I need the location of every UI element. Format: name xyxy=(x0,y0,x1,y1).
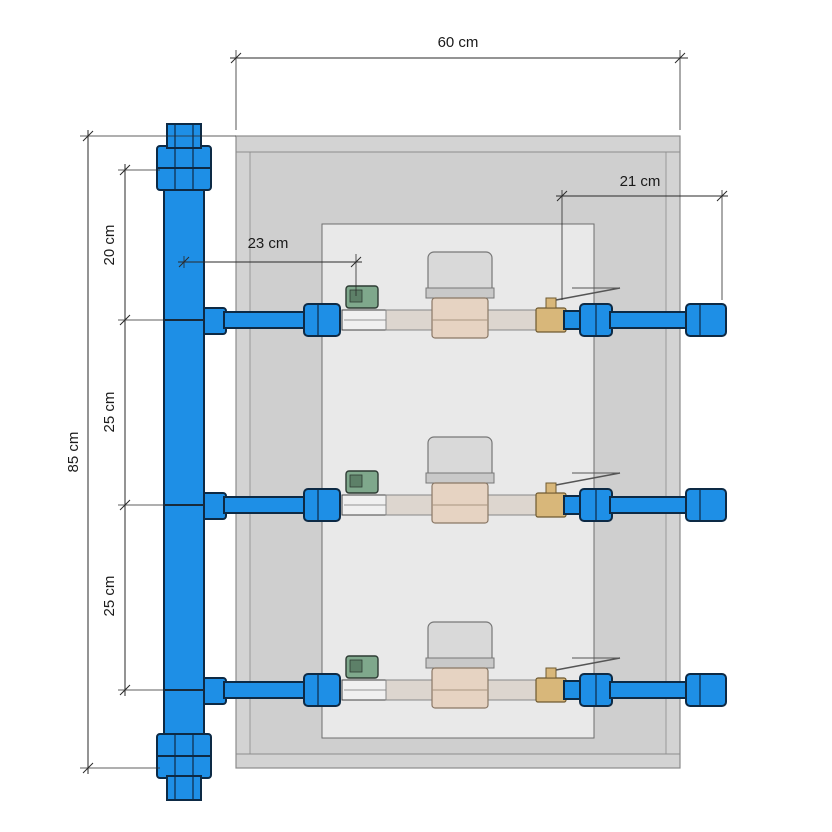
outlet-end-coupling xyxy=(685,303,727,337)
vertical-manifold-pipe xyxy=(156,123,212,801)
inlet-pipe xyxy=(223,681,307,699)
inlet-coupling xyxy=(303,488,341,522)
water-meter-body xyxy=(431,482,489,524)
dimension-label-offset-right: 21 cm xyxy=(620,173,661,190)
ball-valve xyxy=(535,677,567,703)
ball-valve xyxy=(535,492,567,518)
dimension-label-spacing-middle: 25 cm xyxy=(101,392,118,433)
meter-row-3 xyxy=(199,621,727,709)
dimension-label-width-top: 60 cm xyxy=(438,34,479,51)
dimension-spacing: 20 cm 25 cm 25 cm xyxy=(101,164,205,696)
outlet-end-coupling xyxy=(685,488,727,522)
meter-row-2 xyxy=(199,436,727,524)
meter-outlet-spool xyxy=(485,679,537,701)
meter-outlet-spool xyxy=(485,309,537,331)
ball-valve xyxy=(535,307,567,333)
meter-rows xyxy=(199,251,727,709)
water-meter-body xyxy=(431,667,489,709)
outlet-pipe xyxy=(609,681,689,699)
inlet-coupling xyxy=(303,673,341,707)
water-meter-body xyxy=(431,297,489,339)
outlet-pipe xyxy=(609,496,689,514)
meter-inlet-spool xyxy=(385,309,435,331)
dimension-label-height-total: 85 cm xyxy=(65,432,82,473)
valve-lever xyxy=(555,657,621,671)
meter-inlet-spool xyxy=(385,494,435,516)
inlet-pipe xyxy=(223,311,307,329)
meter-inlet-spool xyxy=(385,679,435,701)
dimension-height-total: 85 cm xyxy=(65,130,236,774)
dimension-label-spacing-bottom: 25 cm xyxy=(101,576,118,617)
dimension-width-top: 60 cm xyxy=(230,34,688,130)
inlet-coupling xyxy=(303,303,341,337)
inlet-pipe xyxy=(223,496,307,514)
valve-lever xyxy=(555,287,621,301)
dimension-offset-left: 23 cm xyxy=(178,235,362,296)
dimension-label-spacing-top: 20 cm xyxy=(101,225,118,266)
outlet-end-coupling xyxy=(685,673,727,707)
valve-lever xyxy=(555,472,621,486)
meter-outlet-spool xyxy=(485,494,537,516)
meter-row-1 xyxy=(199,251,727,339)
outlet-pipe xyxy=(609,311,689,329)
dimension-label-offset-left: 23 cm xyxy=(248,235,289,252)
dimension-offset-right: 21 cm xyxy=(556,173,728,300)
